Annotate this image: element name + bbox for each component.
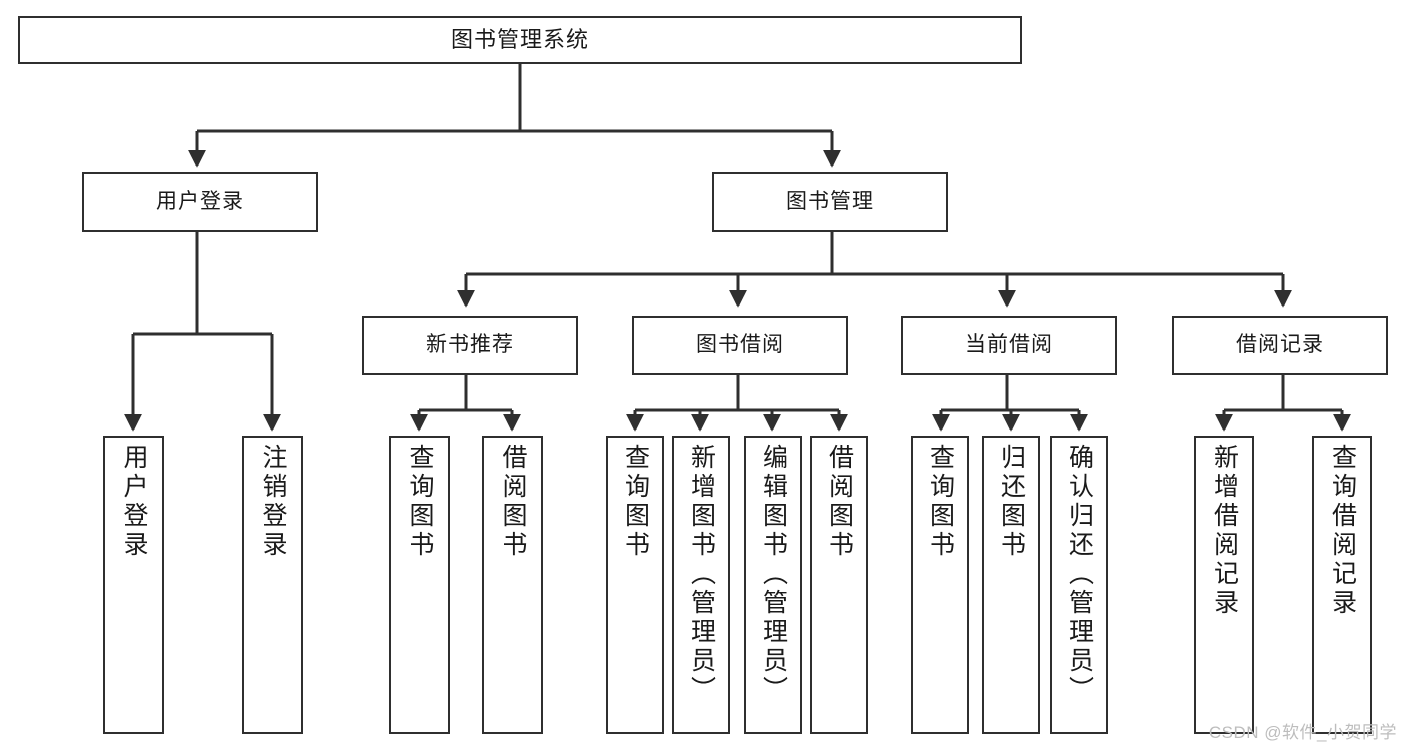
- node-current-borrow-label: 当前借阅: [965, 333, 1053, 357]
- node-user-login-label: 用户登录: [156, 189, 244, 213]
- leaf-user-login[interactable]: 用户登录: [103, 436, 164, 734]
- leaf-confirm-return[interactable]: 确认归还（管理员）: [1050, 436, 1108, 734]
- leaf-query-record[interactable]: 查询借阅记录: [1312, 436, 1372, 734]
- leaf-add-record[interactable]: 新增借阅记录: [1194, 436, 1254, 734]
- leaf-confirm-return-label: 确认归还（管理员）: [1065, 444, 1094, 705]
- node-book-borrow-label: 图书借阅: [696, 333, 784, 357]
- leaf-return-book[interactable]: 归还图书: [982, 436, 1040, 734]
- leaf-query-book-2-label: 查询图书: [621, 444, 650, 560]
- node-new-book-recommend[interactable]: 新书推荐: [362, 316, 578, 375]
- leaf-borrow-book-1[interactable]: 借阅图书: [482, 436, 543, 734]
- leaf-edit-book-label: 编辑图书（管理员）: [759, 444, 788, 705]
- node-book-manage[interactable]: 图书管理: [712, 172, 948, 232]
- leaf-add-book-label: 新增图书（管理员）: [687, 444, 716, 705]
- leaf-user-logout[interactable]: 注销登录: [242, 436, 303, 734]
- leaf-query-record-label: 查询借阅记录: [1328, 444, 1357, 618]
- leaf-user-logout-label: 注销登录: [259, 444, 287, 560]
- leaf-add-record-label: 新增借阅记录: [1210, 444, 1239, 618]
- leaf-query-book-1[interactable]: 查询图书: [389, 436, 450, 734]
- leaf-user-login-label: 用户登录: [120, 444, 148, 560]
- leaf-query-book-3-label: 查询图书: [926, 444, 955, 560]
- node-borrow-record[interactable]: 借阅记录: [1172, 316, 1388, 375]
- leaf-query-book-3[interactable]: 查询图书: [911, 436, 969, 734]
- leaf-query-book-1-label: 查询图书: [406, 444, 434, 560]
- node-root[interactable]: 图书管理系统: [18, 16, 1022, 64]
- watermark: CSDN @软件_小贺同学: [1208, 723, 1397, 742]
- leaf-edit-book[interactable]: 编辑图书（管理员）: [744, 436, 802, 734]
- node-book-borrow[interactable]: 图书借阅: [632, 316, 848, 375]
- leaf-borrow-book-2[interactable]: 借阅图书: [810, 436, 868, 734]
- node-current-borrow[interactable]: 当前借阅: [901, 316, 1117, 375]
- leaf-add-book[interactable]: 新增图书（管理员）: [672, 436, 730, 734]
- node-book-manage-label: 图书管理: [786, 189, 874, 213]
- leaf-borrow-book-2-label: 借阅图书: [825, 444, 854, 560]
- node-new-book-recommend-label: 新书推荐: [426, 333, 514, 357]
- leaf-query-book-2[interactable]: 查询图书: [606, 436, 664, 734]
- node-user-login[interactable]: 用户登录: [82, 172, 318, 232]
- node-borrow-record-label: 借阅记录: [1236, 333, 1324, 357]
- leaf-return-book-label: 归还图书: [997, 444, 1026, 560]
- node-root-label: 图书管理系统: [450, 27, 589, 53]
- leaf-borrow-book-1-label: 借阅图书: [499, 444, 527, 560]
